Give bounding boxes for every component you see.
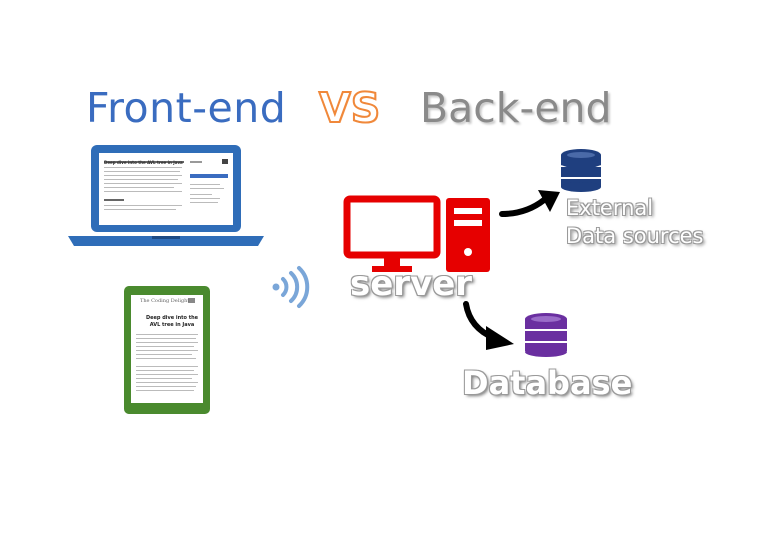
phone-screen-heading: Deep dive into the AVL tree in Java bbox=[144, 315, 200, 329]
phone-icon bbox=[124, 286, 210, 414]
server-computer-icon bbox=[343, 195, 490, 272]
front-end-title: Front-end bbox=[86, 84, 287, 132]
external-label-line-2: Data sources bbox=[566, 224, 704, 248]
phone-site-name: The Coding Delight bbox=[140, 298, 190, 304]
phone-heading-line-1: Deep dive into the bbox=[145, 315, 199, 321]
curved-arrow-icon bbox=[499, 190, 560, 217]
laptop-icon bbox=[68, 145, 264, 246]
vs-title: VS bbox=[318, 83, 381, 133]
external-data-sources-label: External Data sources bbox=[566, 194, 704, 250]
curved-arrow-icon bbox=[463, 301, 514, 350]
phone-heading-line-2: AVL tree in Java bbox=[149, 322, 195, 328]
back-end-title: Back-end bbox=[420, 84, 612, 132]
server-label: server bbox=[350, 264, 473, 304]
database-icon bbox=[524, 313, 568, 357]
laptop-screen-heading: Deep dive into the AVL tree in Java bbox=[104, 160, 183, 165]
database-label: Database bbox=[462, 364, 633, 402]
external-label-line-1: External bbox=[566, 196, 654, 220]
wifi-signal-icon bbox=[272, 266, 310, 308]
external-database-icon bbox=[560, 149, 602, 192]
